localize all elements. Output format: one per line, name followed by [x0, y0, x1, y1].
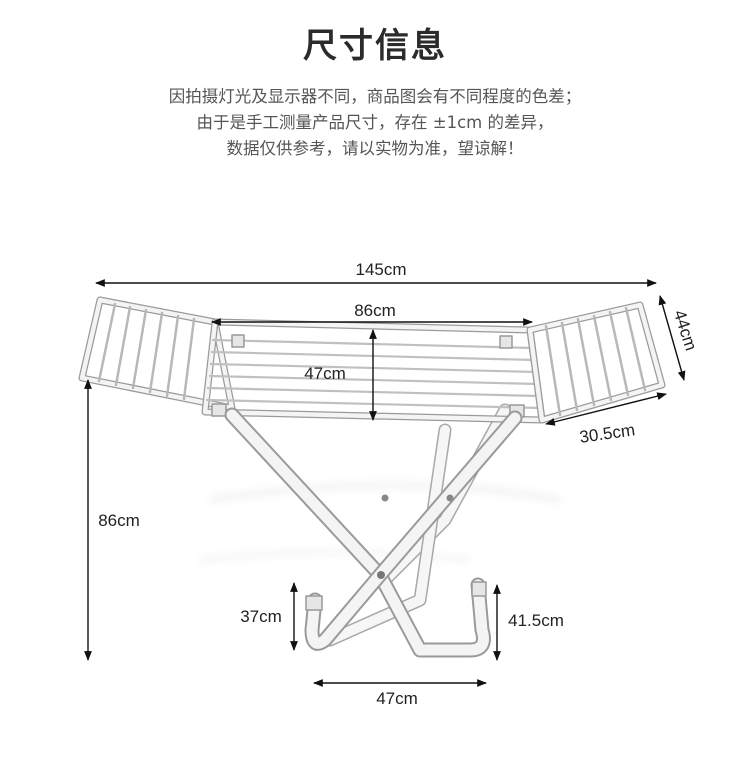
wing-depth-line — [545, 392, 667, 426]
drying-rack — [78, 296, 666, 658]
floor-shadow — [199, 482, 561, 563]
notice-text: 因拍摄灯光及显示器不同，商品图会有不同程度的色差； 由于是手工测量产品尺寸，存在… — [0, 84, 750, 162]
total-height-label: 86cm — [98, 511, 140, 530]
dimension-lines — [84, 279, 686, 687]
middle-width-label: 86cm — [354, 301, 396, 320]
wing-depth-label: 30.5cm — [578, 420, 636, 447]
right-wing — [526, 301, 666, 424]
wing-width-line — [658, 295, 686, 381]
middle-depth-label: 47cm — [304, 364, 346, 383]
dimension-labels: 145cm 86cm 47cm 44cm 30.5cm 86cm 37cm 41… — [98, 260, 700, 708]
front-legs — [224, 407, 523, 658]
total-width-label: 145cm — [355, 260, 406, 279]
base-width-label: 47cm — [376, 689, 418, 708]
notice-line: 因拍摄灯光及显示器不同，商品图会有不同程度的色差； — [168, 87, 582, 106]
left-foot-height-label: 37cm — [240, 607, 282, 626]
page-title: 尺寸信息 — [303, 26, 447, 66]
right-foot-height-label: 41.5cm — [508, 611, 564, 630]
notice-line: 数据仅供参考，请以实物为准，望谅解！ — [226, 139, 524, 158]
notice-line: 由于是手工测量产品尺寸，存在 ±1cm 的差异， — [196, 113, 554, 132]
